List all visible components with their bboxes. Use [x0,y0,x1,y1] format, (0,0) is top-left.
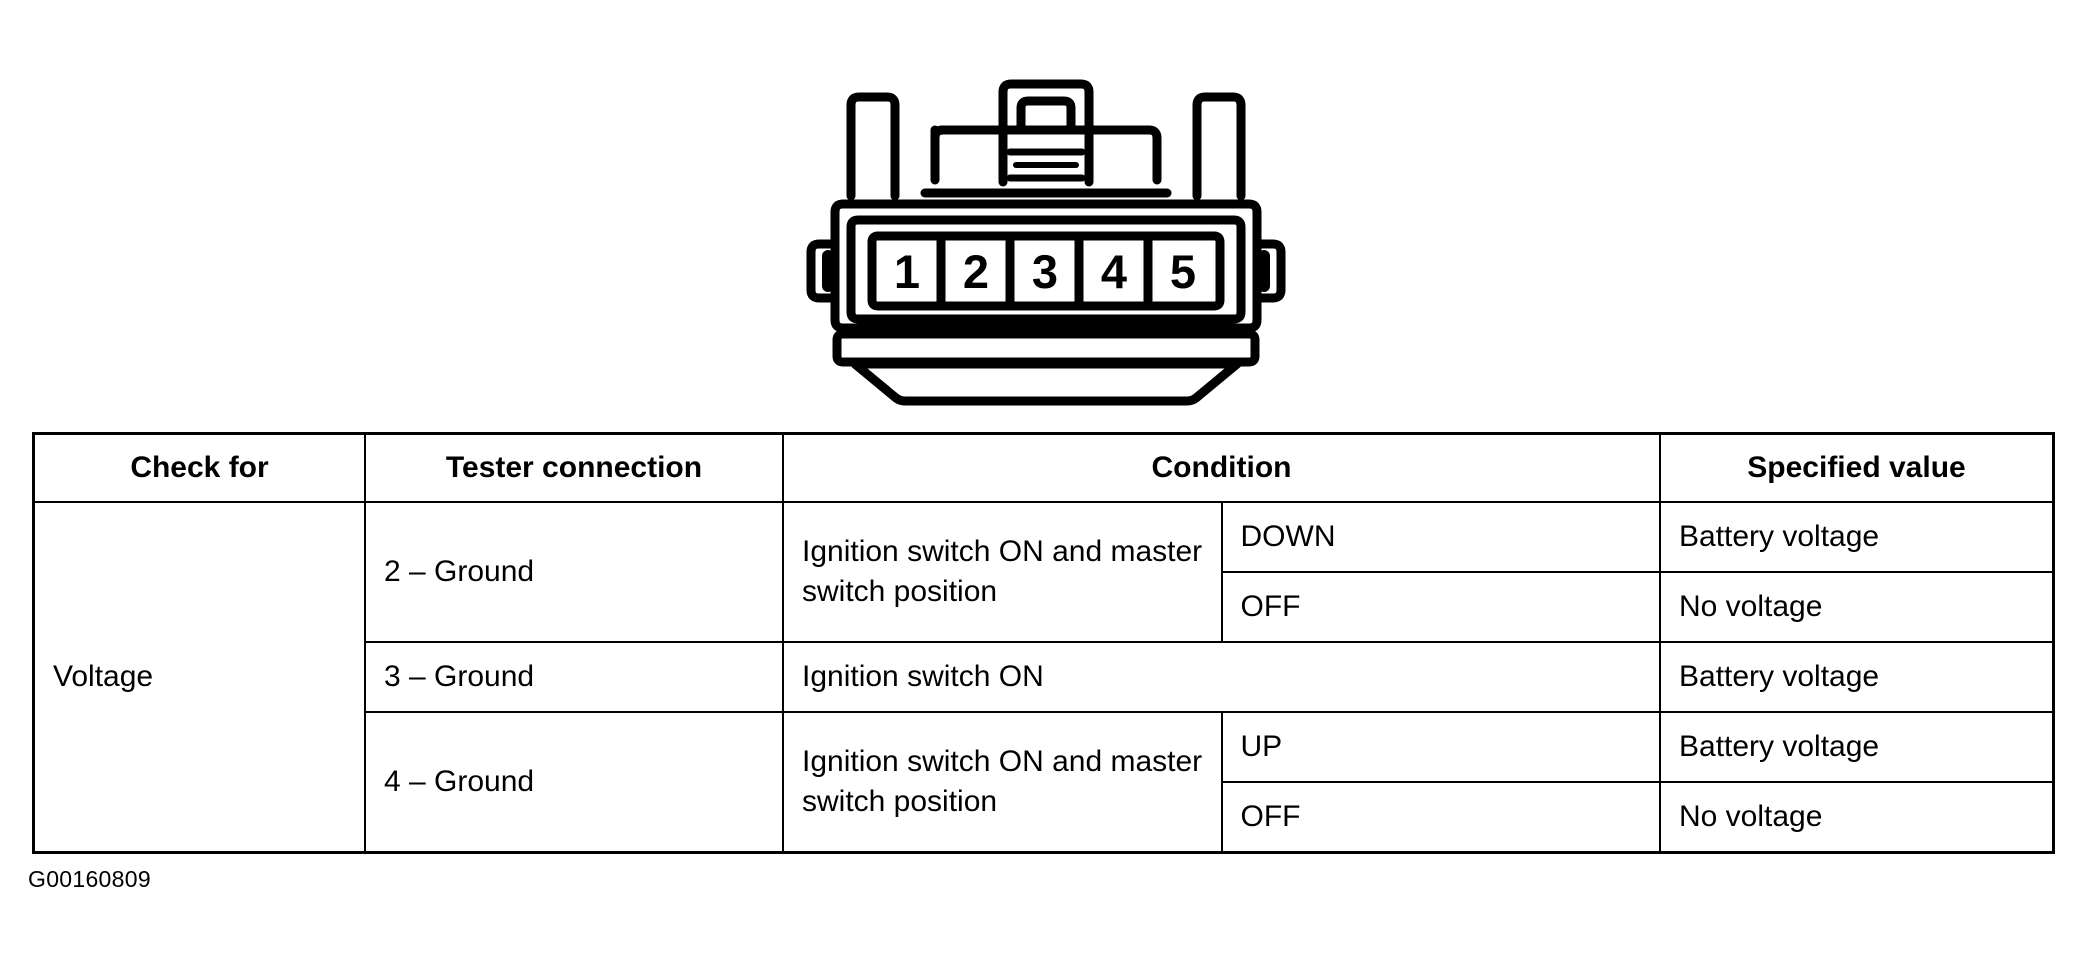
condition-text: Ignition switch ON and master switch pos… [802,745,1203,818]
header-check-for: Check for [32,432,366,503]
specification-table-container: Check for Tester connection Condition Sp… [32,432,2055,854]
table-row: Voltage 2 – Ground Ignition switch ON an… [32,501,2055,854]
skirt-band [832,329,1260,367]
latch-outer-shape [998,79,1094,133]
pin-label-3: 3 [1032,245,1058,298]
figure-reference-code: G00160809 [28,866,151,892]
pin-label-5: 5 [1170,245,1196,298]
cell-tester-connection-4: 4 – Ground [364,711,784,854]
cell-condition-main-3: Ignition switch ON [782,641,1661,713]
pin-label-4: 4 [1101,245,1127,298]
header-tester-connection: Tester connection [364,432,784,503]
cell-specified-value-1: Battery voltage [1659,501,2055,573]
housing-inner [846,215,1246,324]
pin-label-1: 1 [894,245,920,298]
latch-inner-shape [1016,96,1076,135]
left-post [846,92,900,201]
cell-specified-value-5: No voltage [1659,781,2055,854]
cell-tester-connection-3: 3 – Ground [364,641,784,713]
cell-specified-value-4: Battery voltage [1659,711,2055,783]
cell-condition-sub-down: DOWN [1220,501,1661,573]
header-condition: Condition [782,432,1661,503]
connector-diagram: 1 2 3 4 5 [0,0,2087,420]
cell-condition-main-4: Ignition switch ON and master switch pos… [782,711,1223,854]
pin-number-labels: 1 2 3 4 5 [894,245,1196,298]
connector-outline [806,79,1286,406]
cell-check-for-voltage: Voltage [32,501,366,854]
cell-tester-connection-2: 2 – Ground [364,501,784,643]
header-row: Check for Tester connection Condition Sp… [32,432,2055,503]
table-header: Check for Tester connection Condition Sp… [32,432,2055,503]
upper-body-slab [930,125,1162,185]
right-locking-ear [1252,239,1286,303]
table-row: OFF No voltage [34,781,2055,854]
cell-specified-value-2: No voltage [1659,571,2055,643]
table-row: 3 – Ground Ignition switch ON Battery vo… [34,641,2055,713]
table-row: OFF No voltage [34,571,2055,643]
table-row: 4 – Ground Ignition switch ON and master… [34,711,2055,854]
cell-condition-main-2: Ignition switch ON and master switch pos… [782,501,1223,643]
left-locking-ear [806,239,840,303]
right-post [1192,92,1246,201]
terminal-frame [867,231,1225,311]
housing-outer [830,199,1262,333]
cell-condition-sub-off-1: OFF [1220,571,1661,643]
voltage-inspection-table: Check for Tester connection Condition Sp… [32,432,2055,854]
cell-specified-value-3: Battery voltage [1659,641,2055,713]
header-specified-value: Specified value [1659,432,2055,503]
table-body: Voltage 2 – Ground Ignition switch ON an… [32,501,2055,854]
bottom-lip [850,359,1242,406]
pin-label-2: 2 [963,245,989,298]
condition-text: Ignition switch ON and master switch pos… [802,535,1203,608]
cell-condition-sub-up: UP [1220,711,1661,783]
cell-condition-sub-off-2: OFF [1220,781,1661,854]
